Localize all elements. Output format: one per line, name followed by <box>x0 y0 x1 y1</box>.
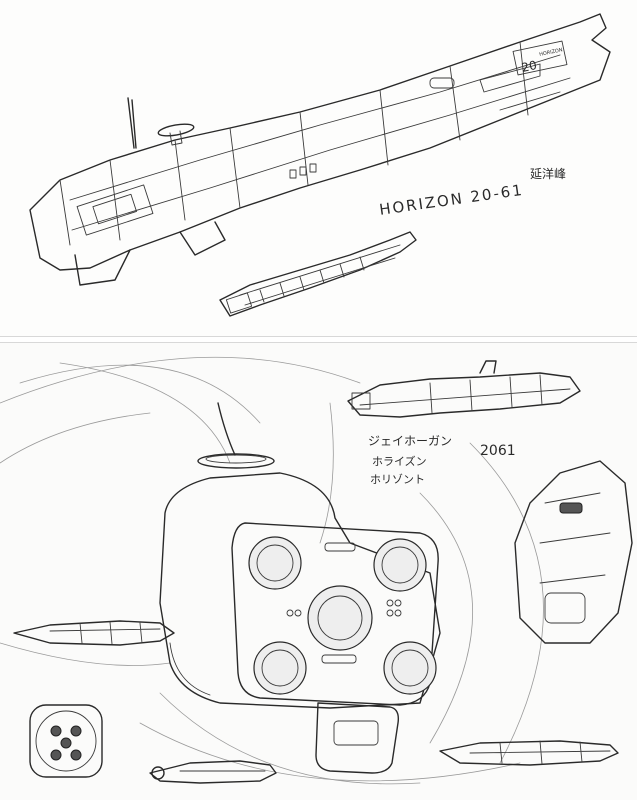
stern-view-main <box>159 402 441 774</box>
top-sketch-panel: 20 HORIZON HORIZON 20-61 延洋峰 <box>0 0 637 336</box>
caption-jp-1: ジェイホーガン <box>368 434 452 448</box>
hull-number-label: 20 <box>520 58 538 75</box>
construction-lines <box>0 356 544 785</box>
bottom-sketch-panel: ジェイホーガン 2061 ホライズン ホリゾント <box>0 343 637 800</box>
side-view-ship-top-right <box>347 360 581 418</box>
artist-signature: 延洋峰 <box>530 166 566 181</box>
perspective-ship-right <box>514 460 633 644</box>
main-ship-hull <box>29 13 611 286</box>
panel-divider <box>0 336 637 343</box>
caption-jp-3: ホリゾント <box>370 473 425 486</box>
side-view-ship-bottom <box>149 740 619 784</box>
stern-closeup-bottom-left <box>29 704 103 778</box>
engine-nozzles <box>248 536 437 695</box>
hull-name-label: HORIZON <box>539 47 564 58</box>
small-ship-sketch <box>219 231 417 317</box>
main-ship-side-sketch: 20 HORIZON HORIZON 20-61 延洋峰 <box>29 13 611 317</box>
stern-view-sketch: ジェイホーガン 2061 ホライズン ホリゾント <box>0 356 633 785</box>
side-view-ship-left <box>13 620 175 646</box>
caption-number: 2061 <box>480 443 516 459</box>
ship-name-caption: HORIZON 20-61 <box>378 181 525 219</box>
caption-jp-2: ホライズン <box>372 454 427 468</box>
